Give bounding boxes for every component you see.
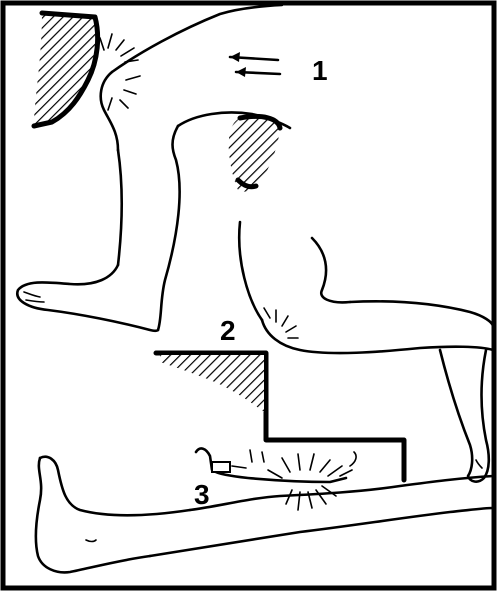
- leg2-shin: [440, 350, 489, 482]
- label-2: 2: [220, 315, 236, 346]
- label-3: 3: [194, 479, 210, 510]
- scene-1-knee-impact: 1: [17, 5, 327, 331]
- leg2-thigh-front: [239, 222, 262, 320]
- leg3-lower-contour: [150, 508, 493, 556]
- leg2-toe: [476, 460, 482, 468]
- foot-1: [17, 265, 158, 331]
- leg3-foot-top: [40, 457, 190, 516]
- clamp-block: [212, 462, 230, 472]
- thigh-upper-contour: [112, 5, 282, 72]
- leg3-upper-contour: [190, 476, 493, 510]
- scene-2-step: 2: [156, 116, 493, 481]
- label-1: 1: [312, 55, 328, 86]
- stair-hatch: [160, 355, 264, 412]
- knee-front: [101, 72, 118, 150]
- leg2-knee: [262, 320, 493, 353]
- shin-front: [118, 150, 122, 265]
- direction-arrows: [230, 52, 280, 77]
- leg3-ankle-mark: [86, 540, 96, 542]
- pain-lines-knee: [100, 34, 140, 110]
- scene-3-lying-leg: 3: [36, 449, 493, 573]
- leg2-thigh-back: [312, 238, 350, 302]
- calf-back: [158, 126, 180, 330]
- toe-lines: [24, 292, 44, 302]
- leg2-shin-top: [350, 301, 493, 326]
